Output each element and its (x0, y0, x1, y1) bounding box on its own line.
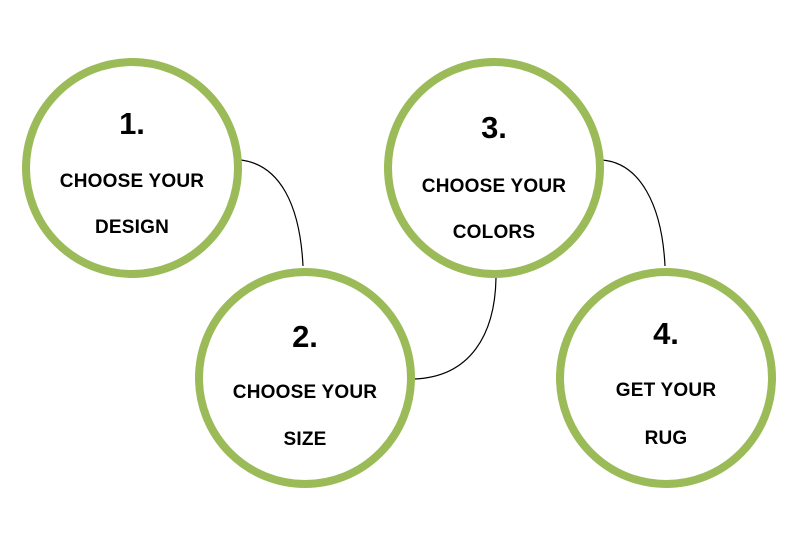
step-3-circle: 3. CHOOSE YOUR COLORS (384, 58, 604, 278)
step-4-number: 4. (653, 316, 679, 351)
step-4-circle: 4. GET YOUR RUG (556, 268, 776, 488)
step-2-label-line2: SIZE (283, 429, 327, 450)
step-1-label-line2: DESIGN (94, 217, 170, 238)
connector-3-to-4 (601, 159, 666, 267)
step-2-circle: 2. CHOOSE YOUR SIZE (195, 268, 415, 488)
step-2-number: 2. (292, 319, 318, 354)
step-4-label-line2: RUG (644, 428, 688, 449)
step-3-label-line1: CHOOSE YOUR (421, 176, 567, 197)
step-1-label-line1: CHOOSE YOUR (59, 171, 205, 192)
connector-2-to-3 (413, 277, 497, 380)
step-3-number: 3. (481, 110, 507, 145)
step-1-circle: 1. CHOOSE YOUR DESIGN (22, 58, 242, 278)
step-3-label-line2: COLORS (452, 222, 536, 243)
step-1-number: 1. (119, 106, 145, 141)
step-2-label-line1: CHOOSE YOUR (232, 382, 378, 403)
step-4-label-line1: GET YOUR (615, 380, 717, 401)
connector-1-to-2 (240, 159, 304, 267)
